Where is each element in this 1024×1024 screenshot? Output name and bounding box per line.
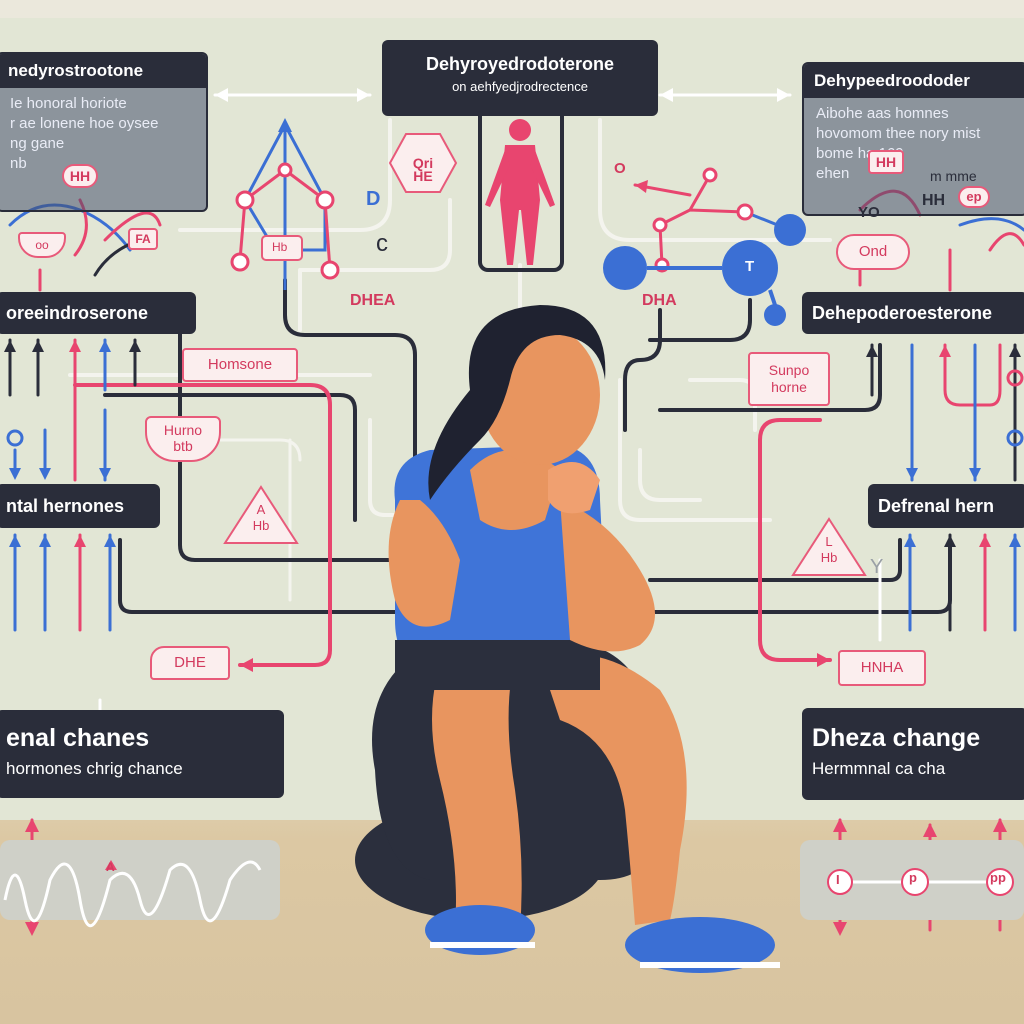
top-right-line-2: hovomom thee nory mist xyxy=(816,125,981,142)
chart-p-label: p xyxy=(909,870,917,885)
chart-i-label: I xyxy=(836,872,840,887)
molecule-d-label: D xyxy=(366,188,381,210)
bottom-right-subtitle: Hermmnal ca cha xyxy=(812,759,946,778)
bottom-left-box: enal chanes hormones chrig chance xyxy=(0,710,284,798)
ond-tag: Ond xyxy=(836,234,910,270)
bottom-right-box: Dheza change Hermmnal ca cha xyxy=(802,708,1024,800)
top-left-line-3: ng gane xyxy=(10,135,65,152)
top-left-hh-badge: HH xyxy=(62,164,98,188)
top-left-card-title: nedyrostrootone xyxy=(0,54,206,88)
top-left-line-2: r ae lonene hoe oysee xyxy=(10,115,159,132)
mid-left-label: oreeindroserone xyxy=(0,292,196,334)
qh-hexagon-text: Qri xyxy=(388,132,458,194)
bottom-left-subtitle: hormones chrig chance xyxy=(6,759,183,778)
molecule-o-label: O xyxy=(614,160,626,177)
lhb-right-text: L Hb xyxy=(820,534,838,565)
left-hormonal-label: ntal hernones xyxy=(0,484,160,528)
qh-line-2: HE xyxy=(413,168,433,184)
supno-tag-line-1: Sunpo xyxy=(768,362,810,378)
top-left-card: nedyrostrootone Ie honoral horiote r ae … xyxy=(0,52,208,212)
hexagon-icon xyxy=(388,133,458,193)
molecule-c-label: c xyxy=(376,230,388,257)
top-center-title: Dehyroyedrodoterone xyxy=(425,54,615,74)
body-silhouette-box xyxy=(478,110,564,272)
top-center-subtitle: on aehfyedjrodrectence xyxy=(452,79,588,94)
top-center-title-box: Dehyroyedrodoterone on aehfyedjrodrecten… xyxy=(382,40,658,116)
top-right-yo: YO xyxy=(858,204,880,221)
dhea-left-label: DHEA xyxy=(350,292,396,309)
lhb-left-triangle: A Hb xyxy=(222,484,300,546)
top-left-line-1: Ie honoral horiote xyxy=(10,95,127,112)
dhe-tag: DHE xyxy=(150,646,230,680)
hurno-tag-line-2: btb xyxy=(173,438,193,454)
hormone-tag: Homsone xyxy=(182,348,298,382)
dha-right-label: DHA xyxy=(642,292,677,309)
top-right-card: Dehypeedroododer Aibohe aas homnes hovom… xyxy=(802,62,1024,216)
top-right-card-title: Dehypeedroododer xyxy=(804,64,1024,98)
top-right-line-4: ehen xyxy=(816,165,850,182)
mid-right-label: Dehepoderoesterone xyxy=(802,292,1024,334)
top-right-hh-badge: HH xyxy=(868,150,904,174)
right-defrenal-label: Defrenal hern xyxy=(868,484,1024,528)
oo-tag: oo xyxy=(18,232,66,258)
lhb-right-triangle: L Hb xyxy=(790,516,868,578)
lhb-left-text: A Hb xyxy=(252,502,270,533)
molecule-hb-label: Hb xyxy=(272,240,288,254)
fa-tag: FA xyxy=(128,228,158,250)
top-right-line-1: Aibohe aas homnes xyxy=(816,105,949,122)
chart-pp-label: pp xyxy=(990,870,1006,885)
triangle-icon xyxy=(791,517,867,576)
top-right-hh-text: HH xyxy=(922,192,946,209)
chart-a-label: A xyxy=(106,860,115,874)
supno-tag: Sunpo horne xyxy=(748,352,830,406)
hnha-tag: HNHA xyxy=(838,650,926,686)
triangle-icon xyxy=(223,485,299,544)
bottom-right-title: Dheza change xyxy=(812,724,981,752)
top-right-note: m mme xyxy=(930,168,977,184)
person-figure xyxy=(355,305,780,973)
y-mark: Y xyxy=(870,556,884,578)
top-right-ep-badge: ep xyxy=(958,186,990,208)
top-left-line-4: nb xyxy=(10,155,27,172)
hurno-tag-line-1: Hurno xyxy=(163,422,203,438)
hurno-tag: Hurno btb xyxy=(145,416,221,462)
bottom-left-title: enal chanes xyxy=(6,724,150,752)
qh-hexagon: Qri HE xyxy=(388,132,458,194)
qh-line-1: Qri xyxy=(412,154,434,171)
top-right-line-3: bome ha 169 xyxy=(816,145,904,162)
molecule-t-label: T xyxy=(745,258,755,275)
supno-tag-line-2: horne xyxy=(771,379,807,395)
